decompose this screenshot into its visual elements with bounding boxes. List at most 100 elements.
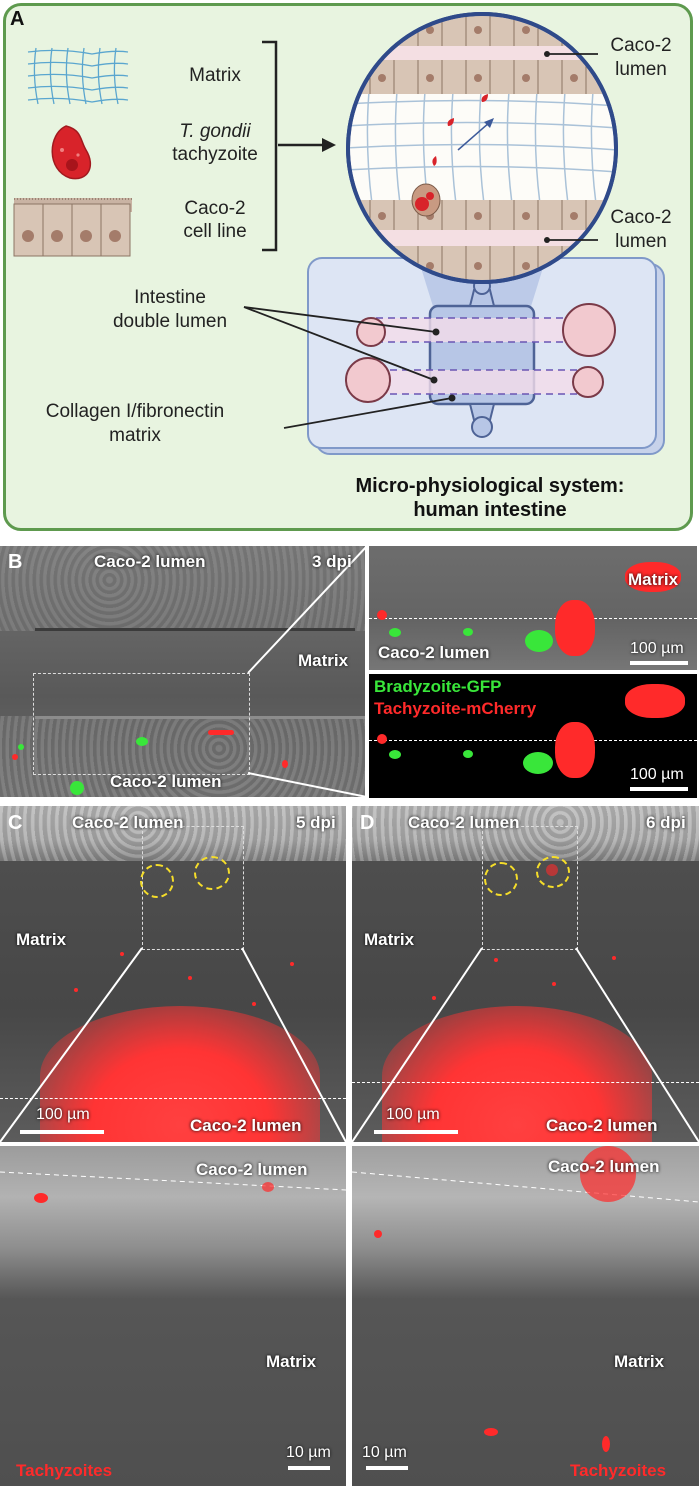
tachyzoite-spot: [252, 1002, 256, 1006]
yellow-roi-circle: [194, 856, 230, 890]
bradyzoite-cyst: [18, 744, 24, 750]
panel-d-top-lumen: Caco-2 lumen: [408, 813, 520, 832]
yellow-roi-circle: [536, 856, 570, 888]
panel-c-bottom-lumen: Caco-2 lumen: [190, 1116, 302, 1135]
panel-d-zoom-lines: [352, 947, 699, 1142]
panel-b-dpi: 3 dpi: [312, 552, 352, 571]
caption-subtitle: human intestine: [413, 499, 567, 521]
arrow-icon: [322, 138, 336, 152]
caption-title: Micro-physiological system:: [355, 475, 625, 497]
panel-d-dpi: 6 dpi: [646, 813, 686, 832]
tachyzoite-cluster: [555, 600, 595, 656]
panel-b-bottom-lumen: Caco-2 lumen: [110, 772, 222, 791]
panel-d-zoom-image: [352, 1146, 699, 1486]
tachyzoite-spot: [377, 610, 387, 620]
tachyzoite-spot: [74, 988, 78, 992]
tachyzoite-cluster: [625, 684, 685, 718]
scale-bar: [366, 1466, 408, 1470]
panel-d-main-image: [352, 806, 699, 1142]
legend-caco2-label: Caco-2: [184, 198, 246, 219]
legend-bracket: [262, 40, 278, 252]
panel-b-inset-fluorescence: [369, 674, 697, 798]
panel-a-schematic: [13, 12, 665, 455]
tachyzoite-spot: [374, 1230, 382, 1238]
panel-d-zoom-matrix: Matrix: [614, 1352, 665, 1371]
bradyzoite-cyst: [525, 630, 553, 652]
legend-tgondii-label: T. gondii: [179, 121, 251, 142]
panel-c-label: C: [8, 812, 23, 834]
panel-c-scale-label: 100 µm: [36, 1106, 90, 1123]
panel-c-zoom-matrix: Matrix: [266, 1352, 317, 1371]
tachyzoite-cluster: [625, 562, 681, 592]
panel-d-bottom-lumen: Caco-2 lumen: [546, 1116, 658, 1135]
zoom-bottom-lumen-label: Caco-2: [610, 207, 672, 228]
tachyzoite-spot: [432, 996, 436, 1000]
panel-c-zoom-image: [0, 1146, 346, 1486]
tachyzoite-spot: [262, 1182, 274, 1192]
caco2-cells-icon: [13, 198, 132, 257]
collagen-matrix-label: matrix: [109, 425, 161, 446]
tachyzoite-spot: [612, 956, 616, 960]
panel-b-zoom-lines: [247, 546, 367, 797]
panel-b-inset-merged: [369, 546, 697, 670]
panel-c-main-image: [0, 806, 346, 1142]
panel-d-zoom-scale-label: 10 µm: [362, 1444, 407, 1461]
panel-b-roi-box: [33, 673, 250, 775]
panel-c-dpi: 5 dpi: [296, 813, 336, 832]
tachyzoite-spot: [602, 1436, 610, 1452]
bradyzoite-cyst: [136, 737, 148, 746]
panel-d-label: D: [360, 812, 375, 834]
panel-d-scale-label: 100 µm: [386, 1106, 440, 1123]
legend-matrix-label: Matrix: [189, 65, 241, 86]
panel-b-matrix: Matrix: [298, 651, 349, 670]
zoom-top-lumen-label: Caco-2: [610, 35, 672, 56]
legend-tachyzoite-label: tachyzoite: [172, 144, 258, 165]
tachyzoite-spot: [484, 1428, 498, 1436]
panel-d-roi-box: [482, 826, 578, 950]
panel-b-label: B: [8, 551, 23, 573]
panel-d-matrix: Matrix: [364, 930, 415, 949]
double-lumen-label: double lumen: [112, 311, 228, 332]
tachyzoite-spot: [494, 958, 498, 962]
tachyzoite-spot: [188, 976, 192, 980]
yellow-roi-circle: [484, 862, 518, 896]
panel-b-top-lumen: Caco-2 lumen: [94, 552, 206, 571]
tachyzoite-spot: [377, 734, 387, 744]
zoom-top-lumen-label-2: lumen: [615, 59, 667, 80]
bradyzoite-cyst: [463, 750, 473, 758]
bradyzoite-cyst: [463, 628, 473, 636]
panel-b-inset2-scale-label: 100 µm: [630, 766, 684, 783]
bradyzoite-cyst: [70, 781, 84, 795]
panel-c-top-lumen: Caco-2 lumen: [72, 813, 184, 832]
scale-bar: [630, 661, 688, 665]
tachyzoite-cluster: [580, 1146, 636, 1202]
panel-c-tachyzoites-label: Tachyzoites: [16, 1461, 113, 1480]
legend-mcherry: Tachyzoite-mCherry: [374, 699, 537, 718]
tachyzoite-spot: [282, 760, 288, 768]
tachyzoite-spot: [208, 730, 234, 735]
panel-b-inset-scale-label: 100 µm: [630, 640, 684, 657]
panel-c-matrix: Matrix: [16, 930, 67, 949]
bradyzoite-cyst: [523, 752, 553, 774]
panel-d-tachyzoites-label: Tachyzoites: [570, 1461, 667, 1480]
tachyzoite-spot: [546, 864, 558, 876]
legend-cellline-label: cell line: [183, 221, 247, 242]
zoom-circle: [346, 12, 618, 284]
bradyzoite-cyst: [389, 750, 401, 759]
scale-bar: [630, 787, 688, 791]
tachyzoite-spot: [552, 982, 556, 986]
tachyzoite-cluster: [555, 722, 595, 778]
panel-c-zoom-lines: [0, 947, 346, 1142]
tachyzoite-icon: [51, 125, 91, 180]
scale-bar: [20, 1130, 104, 1134]
tachyzoite-spot: [12, 754, 18, 760]
scale-bar: [288, 1466, 330, 1470]
panel-c-zoom-lumen: Caco-2 lumen: [196, 1160, 308, 1179]
panel-b-main-image: [0, 546, 365, 797]
collagen-label: Collagen I/fibronectin: [45, 401, 225, 422]
bradyzoite-cyst: [389, 628, 401, 637]
panel-a-label: A: [10, 8, 25, 30]
intestine-label: Intestine: [134, 287, 206, 308]
scale-bar: [374, 1130, 458, 1134]
panel-b-inset-matrix: Matrix: [628, 570, 679, 589]
